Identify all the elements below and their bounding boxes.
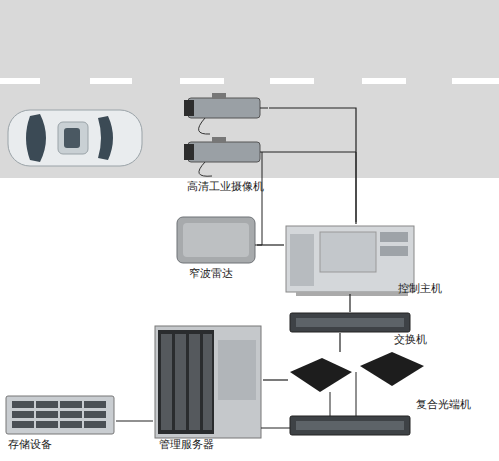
device-label: 控制主机 (398, 282, 442, 295)
cable-line (257, 244, 284, 245)
cable-line (116, 420, 153, 421)
management-server (155, 326, 290, 438)
fiber-optic-node: 复合光端机 (288, 352, 426, 394)
car (8, 110, 142, 166)
device-label: 窄波雷达 (189, 267, 233, 280)
server-node: 管理服务器 (153, 324, 263, 440)
device-label: 复合光端机 (416, 398, 471, 411)
cable-line (269, 108, 356, 224)
camera-node: 高清工业摄像机 (183, 92, 269, 168)
fiber-optic-unit (290, 352, 424, 416)
radar-node: 窄波雷达 (175, 215, 257, 265)
device-label: 管理服务器 (159, 438, 214, 451)
storage-node: 存储设备 (4, 394, 116, 436)
device-label: 交换机 (394, 333, 427, 346)
control-host-node: 控制主机 (284, 224, 416, 294)
radar (177, 152, 262, 263)
cable-line (349, 294, 350, 312)
switch-node: 交换机 (290, 312, 410, 333)
device-label: 高清工业摄像机 (187, 180, 264, 193)
road (0, 0, 499, 178)
control-host (286, 226, 414, 296)
device-label: 存储设备 (8, 438, 52, 451)
lane-marking (0, 78, 499, 84)
cable-line (263, 379, 288, 380)
storage-device (6, 396, 114, 434)
cable-line (339, 333, 340, 352)
camera (184, 93, 356, 222)
